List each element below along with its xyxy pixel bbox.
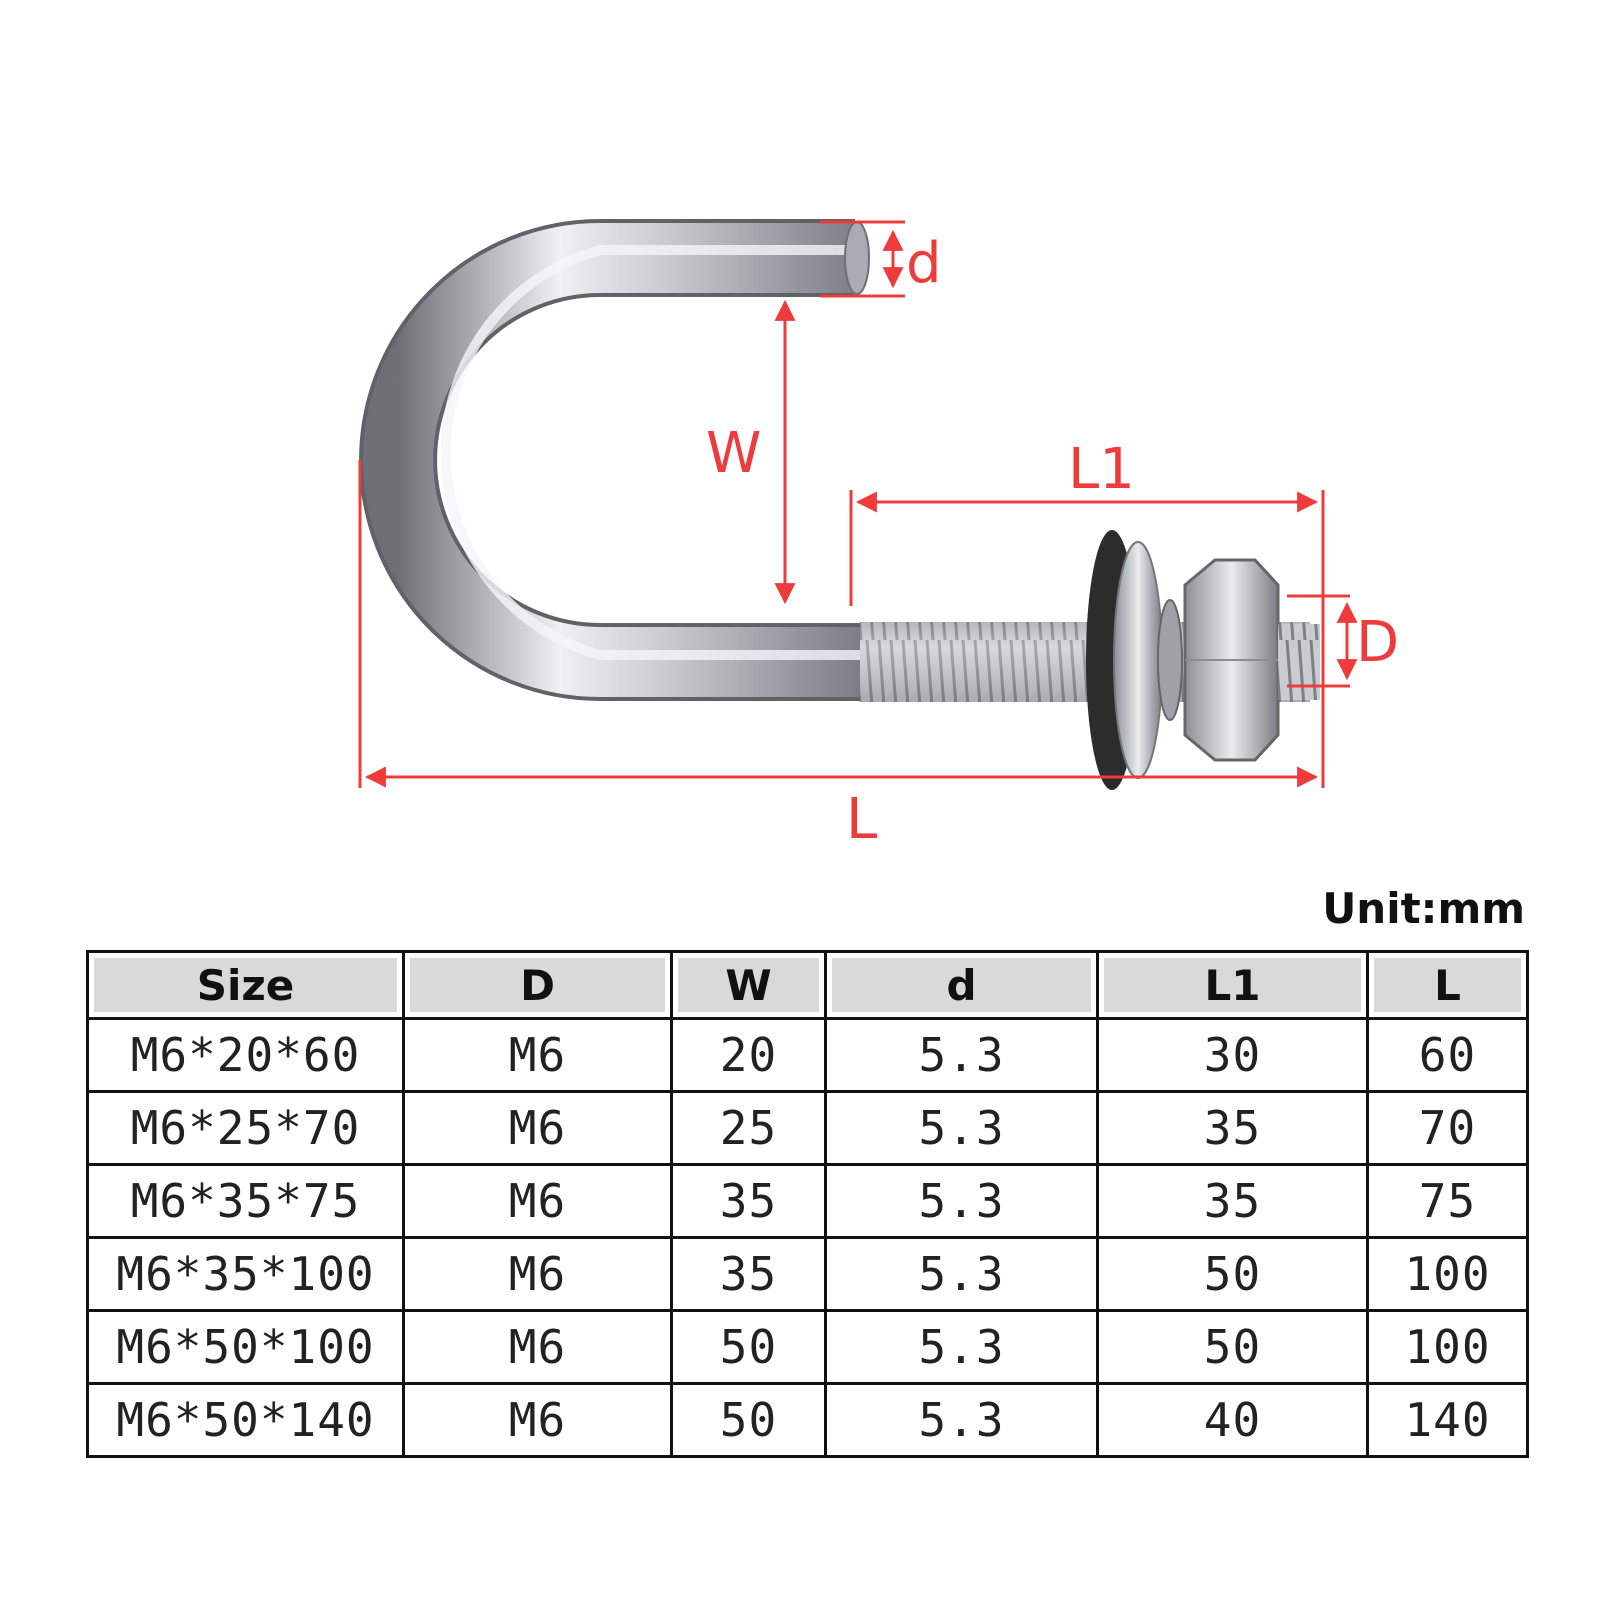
flat-washer [1113,541,1163,779]
header-big-d: D [402,950,673,1020]
cell-l1: 35 [1096,1163,1369,1239]
cell-d: 5.3 [824,1090,1099,1166]
table-row: M6*25*70 M6 25 5.3 35 70 [86,1090,1529,1166]
cell-d: 5.3 [824,1382,1099,1458]
spring-washer [1157,599,1183,721]
cell-l: 60 [1366,1017,1529,1093]
cell-l: 75 [1366,1163,1529,1239]
cell-big-d: M6 [402,1236,673,1312]
table-row: M6*50*100 M6 50 5.3 50 100 [86,1309,1529,1385]
cell-w: 50 [670,1382,827,1458]
header-l1: L1 [1096,950,1369,1020]
label-big-d: D [1356,610,1399,675]
cell-l: 100 [1366,1236,1529,1312]
dimension-l [358,460,1325,788]
cell-l: 70 [1366,1090,1529,1166]
dimension-big-d [1287,594,1358,688]
header-w: W [670,950,827,1020]
cell-size: M6*35*75 [86,1163,405,1239]
header-size: Size [86,950,405,1020]
cell-l: 140 [1366,1382,1529,1458]
table-row: M6*50*140 M6 50 5.3 40 140 [86,1382,1529,1458]
cell-big-d: M6 [402,1017,673,1093]
unit-label: Unit:mm [1322,884,1525,933]
header-d: d [824,950,1099,1020]
cell-w: 35 [670,1163,827,1239]
u-bolt-rod [363,223,860,697]
cell-d: 5.3 [824,1309,1099,1385]
label-w: W [706,421,761,486]
cell-d: 5.3 [824,1017,1099,1093]
cell-size: M6*50*100 [86,1309,405,1385]
cell-big-d: M6 [402,1309,673,1385]
dimension-l1 [849,490,1325,610]
dimension-d [820,220,905,298]
cell-l1: 35 [1096,1090,1369,1166]
cell-big-d: M6 [402,1382,673,1458]
table-row: M6*35*75 M6 35 5.3 35 75 [86,1163,1529,1239]
cell-w: 50 [670,1309,827,1385]
cell-l1: 50 [1096,1236,1369,1312]
cell-size: M6*50*140 [86,1382,405,1458]
cell-size: M6*20*60 [86,1017,405,1093]
cell-big-d: M6 [402,1163,673,1239]
cell-l1: 30 [1096,1017,1369,1093]
cell-w: 25 [670,1090,827,1166]
cell-l1: 40 [1096,1382,1369,1458]
cell-size: M6*25*70 [86,1090,405,1166]
u-bolt-rod-highlight [440,245,860,660]
cell-big-d: M6 [402,1090,673,1166]
cell-d: 5.3 [824,1163,1099,1239]
cell-l1: 50 [1096,1309,1369,1385]
table-header-row: Size D W d L1 L [86,950,1529,1020]
label-d: d [906,231,942,296]
rod-end-face [844,221,870,295]
cell-w: 20 [670,1017,827,1093]
table-row: M6*20*60 M6 20 5.3 30 60 [86,1017,1529,1093]
u-bolt-diagram: d W L1 D L [358,219,1399,852]
cell-d: 5.3 [824,1236,1099,1312]
size-spec-table: Size D W d L1 L M6*20*60 M6 20 5.3 30 60… [86,950,1529,1458]
cell-size: M6*35*100 [86,1236,405,1312]
header-l: L [1366,950,1529,1020]
label-l: L [846,787,877,852]
label-l1: L1 [1068,437,1135,502]
cell-l: 100 [1366,1309,1529,1385]
table-row: M6*35*100 M6 35 5.3 50 100 [86,1236,1529,1312]
cell-w: 35 [670,1236,827,1312]
thread-end [1278,624,1320,700]
